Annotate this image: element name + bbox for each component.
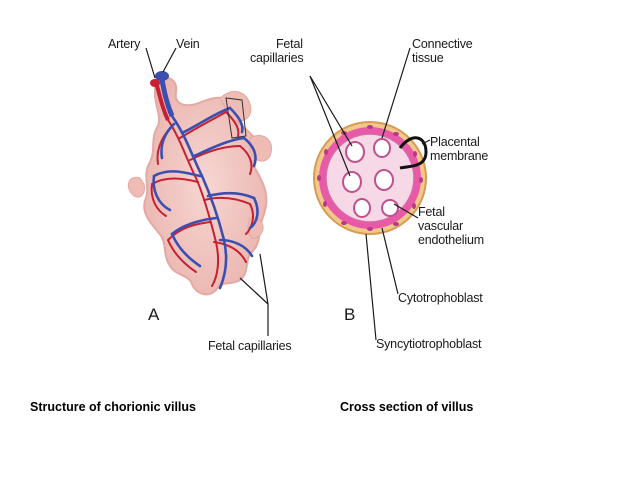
vein-lumen (155, 71, 169, 81)
panel-a-letter: A (148, 305, 160, 324)
artery-label: Artery (108, 37, 141, 51)
artery-lumen (150, 79, 160, 87)
caption-cross-section: Cross section of villus (340, 400, 474, 414)
fetal-capillaries-label-b2: capillaries (250, 51, 303, 65)
fetal-vascular-label-2: vascular (418, 219, 463, 233)
panel-a-leaders (145, 47, 269, 305)
fetal-vascular-label-3: endothelium (418, 233, 484, 247)
villus-tree (127, 71, 272, 296)
cytotrophoblast-label: Cytotrophoblast (398, 291, 483, 305)
caption-chorionic-villus: Structure of chorionic villus (30, 400, 196, 414)
arterial-branches (150, 111, 254, 287)
placental-membrane-mark (398, 136, 428, 170)
fetal-capillaries-label-b1: Fetal (276, 37, 303, 51)
panel-b-letter: B (344, 305, 355, 324)
syncytiotrophoblast-label: Syncytiotrophoblast (376, 337, 482, 351)
connective-tissue-label-1: Connective (412, 37, 473, 51)
panel-b-leaders (309, 47, 431, 341)
vein-label: Vein (176, 37, 200, 51)
placental-membrane-label-1: Placental (430, 135, 480, 149)
section-plane-box (225, 97, 247, 139)
villus-diagram-svg: Artery Vein Fetal capillaries A (108, 37, 489, 353)
artery-stem (155, 85, 170, 121)
fetal-capillaries-label-a: Fetal capillaries (208, 339, 291, 353)
villus-cross-section (313, 121, 428, 235)
trophoblast-nuclei (317, 125, 423, 231)
venous-branches (152, 106, 259, 290)
vein-stem (159, 79, 175, 117)
connective-tissue-label-2: tissue (412, 51, 444, 65)
villus-figure: Artery Vein Fetal capillaries A (100, 28, 498, 358)
fetal-vascular-label-1: Fetal (418, 205, 445, 219)
placental-membrane-label-2: membrane (430, 149, 488, 163)
